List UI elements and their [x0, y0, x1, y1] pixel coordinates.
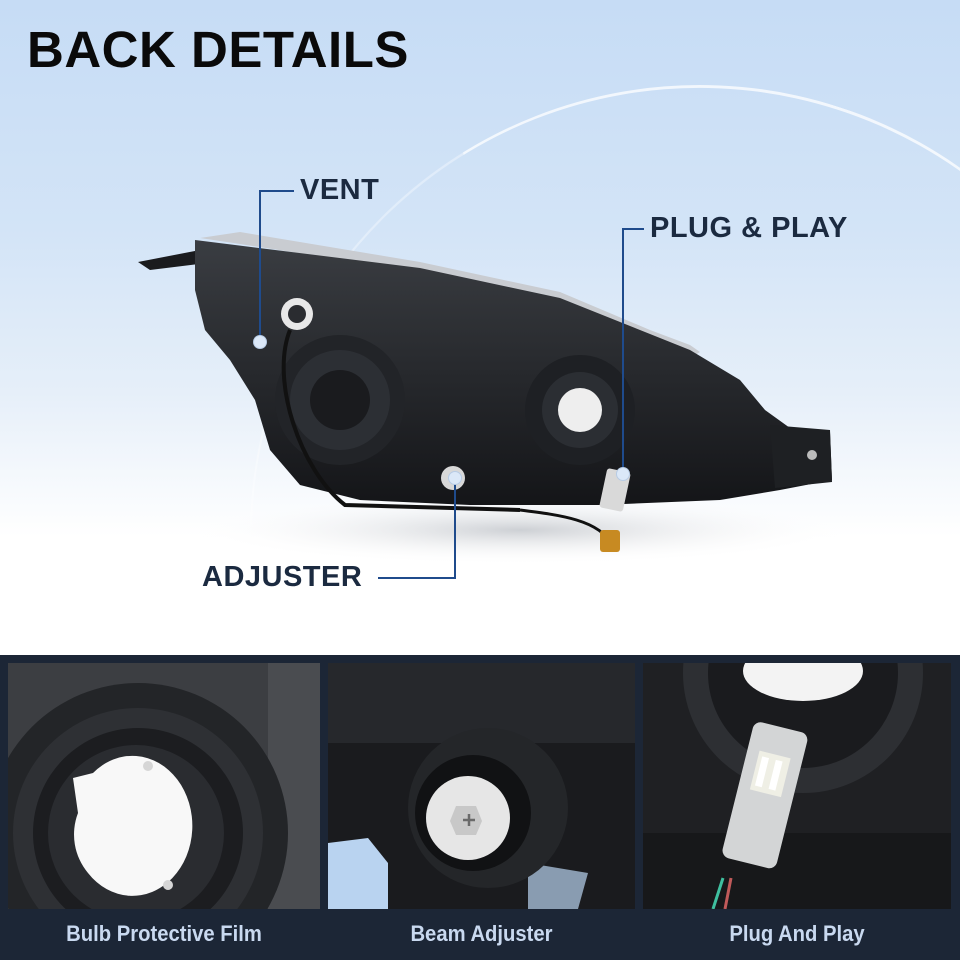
vent-leader-horizontal — [259, 190, 294, 192]
bulb-protective-film-image — [8, 663, 320, 909]
detail-panels-section: Bulb Protective Film Beam Adjuster — [0, 655, 960, 960]
page-title: BACK DETAILS — [27, 21, 409, 78]
caption-plug-and-play: Plug And Play — [729, 921, 865, 946]
plug-marker — [616, 467, 630, 481]
adjuster-marker — [448, 471, 462, 485]
plug-and-play-label: PLUG & PLAY — [650, 212, 848, 244]
caption-bulb-protective-film: Bulb Protective Film — [66, 921, 262, 946]
panel-plug-and-play — [643, 663, 951, 909]
adjuster-label: ADJUSTER — [202, 561, 363, 593]
panel-bulb-protective-film — [8, 663, 320, 909]
hero-section: BACK DETAILS — [0, 0, 960, 655]
plug-leader-vertical — [622, 228, 624, 474]
plug-and-play-image — [643, 663, 951, 909]
beam-adjuster-image — [328, 663, 635, 909]
adjuster-leader-horizontal — [378, 577, 456, 579]
panel-beam-adjuster — [328, 663, 635, 909]
vent-leader-vertical — [259, 190, 261, 342]
caption-beam-adjuster: Beam Adjuster — [410, 921, 553, 946]
plug-leader-horizontal — [622, 228, 644, 230]
vent-label: VENT — [300, 174, 380, 206]
adjuster-leader-vertical — [454, 478, 456, 578]
vent-marker — [253, 335, 267, 349]
headlight-back-image — [138, 232, 850, 565]
